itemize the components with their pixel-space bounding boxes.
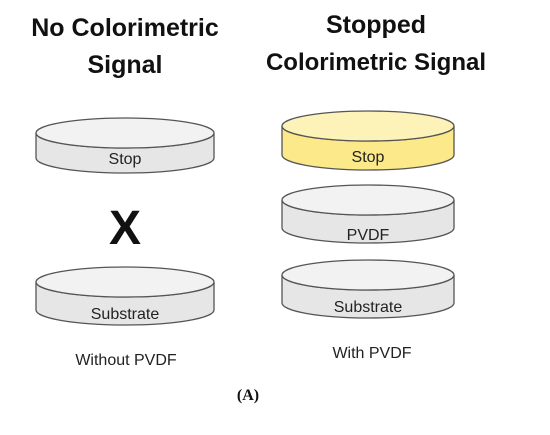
left-title-line2: Signal [87,51,162,79]
disk-top [35,117,215,149]
left-caption: Without PVDF [75,352,177,369]
right-title-line2: Colorimetric Signal [266,49,486,76]
left-stop-label: Stop [109,151,142,168]
right-substrate-disk: Substrate [281,259,455,319]
disk-top [281,110,455,142]
figure-label: (A) [237,387,259,404]
right-title-line1: Stopped [326,11,426,39]
disk-top [281,259,455,291]
right-caption: With PVDF [332,345,411,362]
disk-top [35,266,215,298]
x-mark: X [109,202,141,255]
left-substrate-disk: Substrate [35,266,215,326]
right-stop-disk: Stop [281,110,455,171]
left-substrate-label: Substrate [91,306,160,323]
left-stop-disk: Stop [35,117,215,174]
left-title-line1: No Colorimetric [31,14,219,42]
right-substrate-label: Substrate [334,299,403,316]
right-stop-label: Stop [352,149,385,166]
right-pvdf-disk: PVDF [281,184,455,244]
disk-top [281,184,455,216]
right-pvdf-label: PVDF [347,227,390,244]
